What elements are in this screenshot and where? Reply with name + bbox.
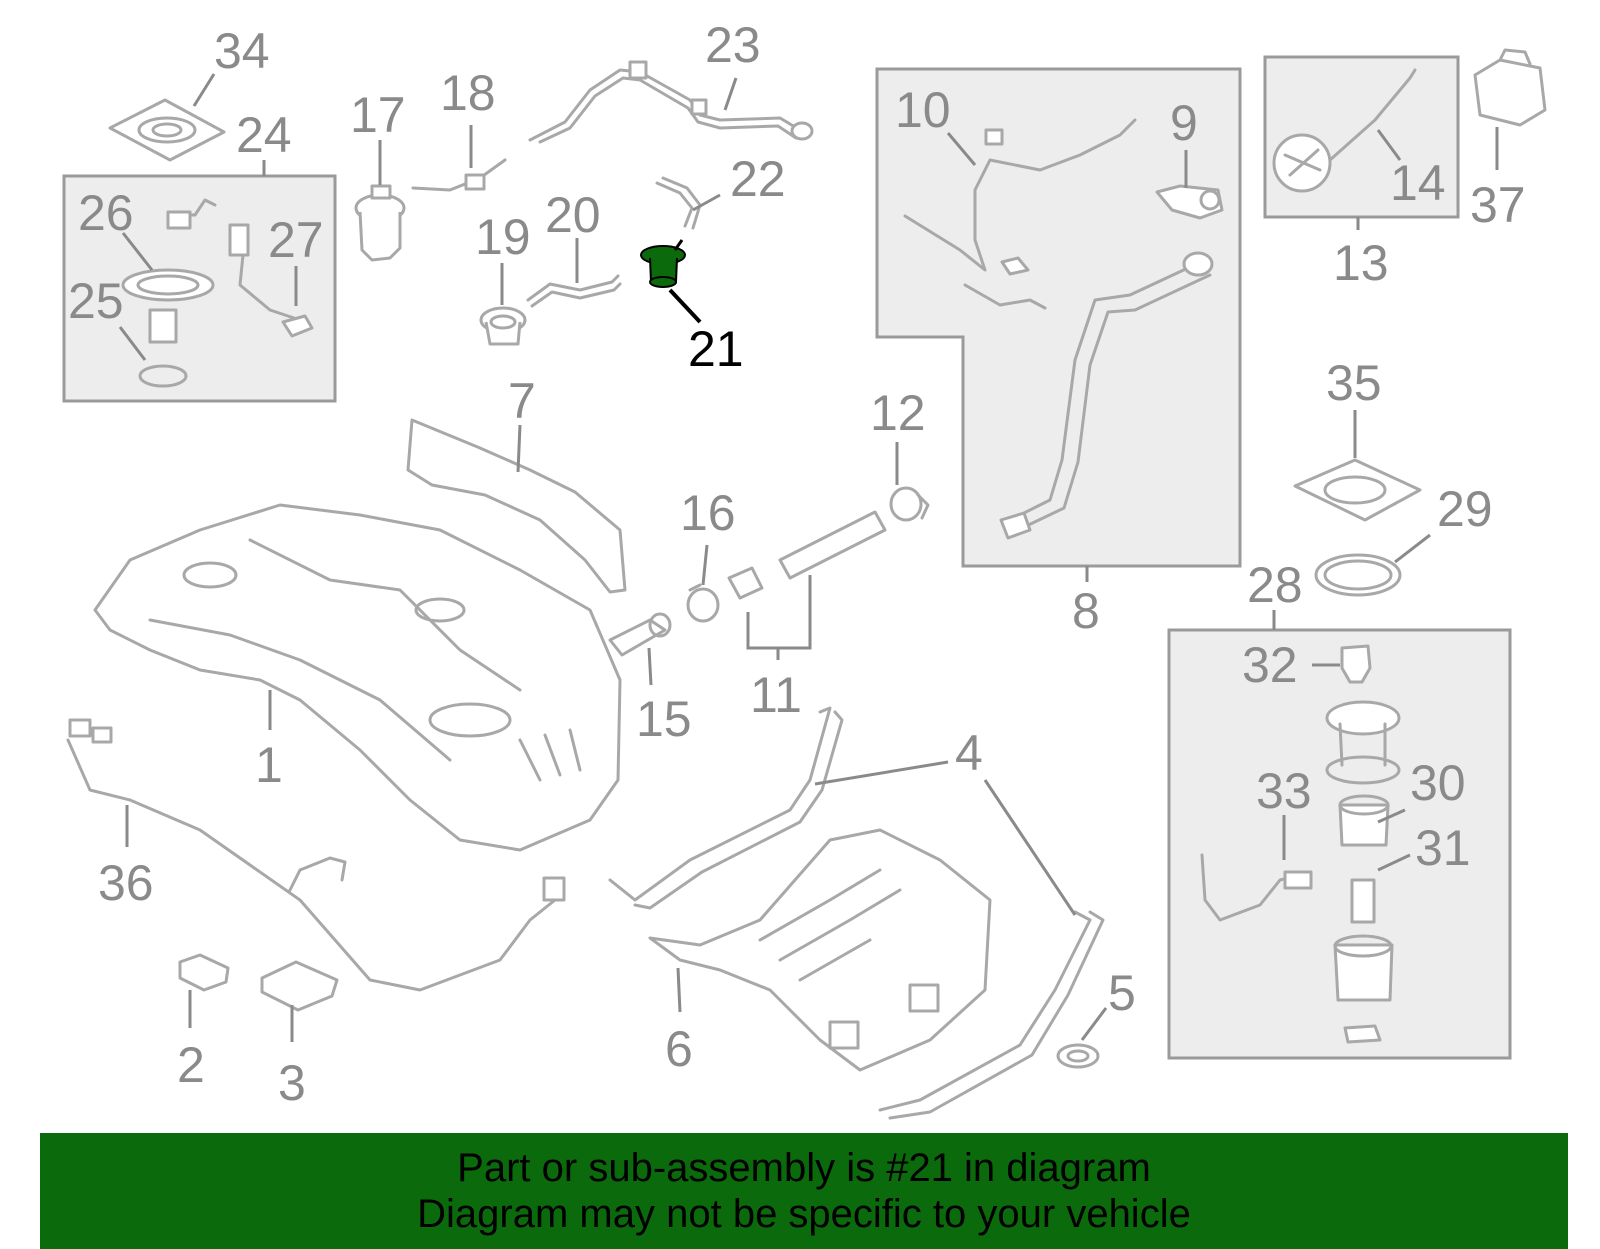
info-banner: Part or sub-assembly is #21 in diagram D… (40, 1133, 1568, 1249)
callout-14: 14 (1390, 155, 1446, 211)
callout-2: 2 (177, 1037, 205, 1093)
callout-33: 33 (1256, 763, 1312, 819)
part-22-small-hose (655, 176, 702, 230)
part-1-fuel-tank (93, 503, 622, 852)
callout-37: 37 (1470, 177, 1526, 233)
callout-29: 29 (1437, 481, 1493, 537)
callout-26: 26 (78, 185, 134, 241)
part-6-heat-shield (648, 828, 992, 1072)
callout-27: 27 (268, 212, 324, 268)
banner-line-part: Part or sub-assembly is #21 in diagram (457, 1146, 1151, 1190)
part-2-pad (178, 953, 230, 992)
callout-21-highlighted[interactable]: 21 (688, 321, 744, 377)
callout-18: 18 (440, 65, 496, 121)
part-36-harness (66, 718, 566, 992)
part-3-pad (260, 960, 339, 1012)
callout-30: 30 (1410, 755, 1466, 811)
part-18-hose (411, 158, 507, 192)
callout-24: 24 (236, 107, 292, 163)
group-box-8 (875, 67, 1242, 568)
part-11-hose-set (727, 510, 887, 600)
leader-lines (118, 73, 1499, 1042)
part-16-clamp (686, 583, 720, 623)
callout-28: 28 (1247, 557, 1303, 613)
part-28-pump-module (1200, 644, 1401, 1044)
callout-35: 35 (1326, 355, 1382, 411)
callout-10: 10 (895, 82, 951, 138)
banner-line-disclaimer: Diagram may not be specific to your vehi… (417, 1192, 1191, 1236)
callout-11: 11 (750, 667, 802, 723)
callout-9: 9 (1170, 95, 1198, 151)
callout-7: 7 (508, 373, 536, 429)
part-15-connector (608, 612, 672, 657)
callout-19: 19 (475, 209, 531, 265)
part-7-shield (406, 418, 627, 594)
callout-16: 16 (680, 485, 736, 541)
part-17-fuel-pump (354, 184, 406, 262)
callout-23: 23 (705, 17, 761, 73)
part-9-valve (1155, 184, 1224, 220)
callout-36: 36 (98, 855, 154, 911)
part-12-clamp (889, 486, 930, 522)
part-23-vent-tube (528, 60, 814, 144)
callout-17: 17 (350, 87, 406, 143)
part-8-filler-neck (999, 251, 1214, 540)
part-10-vent-line (903, 118, 1137, 310)
callout-15: 15 (636, 691, 692, 747)
callout-13: 13 (1333, 235, 1389, 291)
part-5-grommet (1056, 1043, 1100, 1069)
part-34-cover-plate (108, 98, 226, 162)
callout-4: 4 (955, 725, 983, 781)
callout-32: 32 (1242, 637, 1298, 693)
part-24-sender-assembly (121, 198, 314, 388)
part-4-straps (608, 706, 1105, 1120)
callout-3: 3 (278, 1055, 306, 1111)
callout-25: 25 (68, 273, 124, 329)
callout-22: 22 (730, 151, 786, 207)
callout-34: 34 (214, 23, 270, 79)
part-21-highlighted[interactable] (640, 239, 686, 288)
part-37-module (1473, 48, 1547, 127)
part-20-hose (526, 274, 622, 308)
callout-5: 5 (1108, 965, 1136, 1021)
callout-1: 1 (255, 737, 283, 793)
part-14-sender-float (1272, 68, 1417, 193)
callout-12: 12 (870, 385, 926, 441)
callout-20: 20 (545, 187, 601, 243)
callout-6: 6 (665, 1021, 693, 1077)
part-29-gasket (1314, 553, 1402, 597)
part-35-cover-plate (1293, 458, 1422, 522)
callout-8: 8 (1072, 583, 1100, 639)
callout-31: 31 (1415, 820, 1471, 876)
part-19-cap (479, 306, 527, 346)
